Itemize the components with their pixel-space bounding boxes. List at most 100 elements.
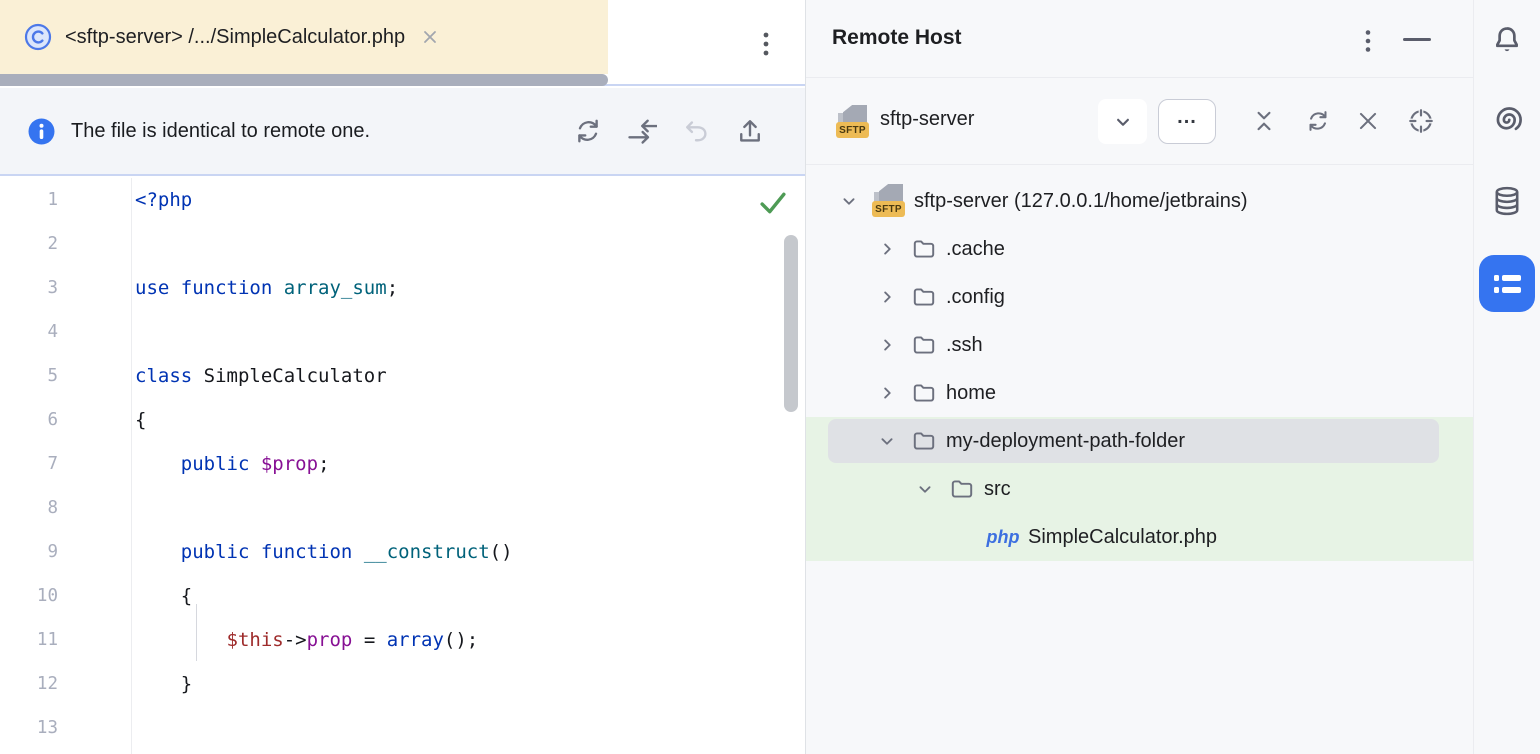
- editor-tab-bar: <sftp-server> /.../SimpleCalculator.php: [0, 0, 805, 86]
- chevron-down-icon: [1116, 118, 1129, 126]
- toolwindow-stripe: [1473, 0, 1540, 754]
- code-line[interactable]: 10 {: [0, 574, 805, 618]
- code-text: public function __construct(): [180, 541, 513, 563]
- folder-icon: [910, 284, 938, 310]
- collapse-all-icon[interactable]: [1250, 107, 1278, 135]
- tree-row-src[interactable]: src: [806, 465, 1473, 513]
- folder-icon: [910, 236, 938, 262]
- code-line[interactable]: 4: [0, 310, 805, 354]
- tab-underline: [0, 74, 608, 86]
- compare-transfer-icon[interactable]: [627, 116, 657, 146]
- line-number: 3: [47, 278, 58, 298]
- tree-item-label: sftp-server (127.0.0.1/home/jetbrains): [914, 189, 1248, 212]
- tree-item-label: src: [984, 477, 1011, 500]
- tree-row--ssh[interactable]: .ssh: [806, 321, 1473, 369]
- tree-item-label: .ssh: [946, 333, 983, 356]
- tool-window-title: Remote Host: [832, 26, 962, 49]
- editor-tab-remote-file[interactable]: <sftp-server> /.../SimpleCalculator.php: [0, 0, 608, 74]
- code-line[interactable]: 2: [0, 222, 805, 266]
- tree-item-label: .config: [946, 285, 1005, 308]
- sftp-file-icon: SFTP: [872, 183, 906, 219]
- tab-title: <sftp-server> /.../SimpleCalculator.php: [65, 25, 406, 48]
- chevron-right-icon[interactable]: [872, 378, 902, 408]
- sftp-file-icon: SFTP: [836, 104, 870, 140]
- code-text: {: [135, 409, 147, 431]
- kebab-menu-icon[interactable]: [1356, 28, 1380, 59]
- tree-row-my-deployment-path-folder[interactable]: my-deployment-path-folder: [806, 417, 1473, 465]
- code-text: {: [135, 585, 193, 607]
- line-number: 4: [47, 322, 58, 342]
- tree-row-home[interactable]: home: [806, 369, 1473, 417]
- tree-item-label: my-deployment-path-folder: [946, 429, 1185, 452]
- code-text: use function array_sum;: [135, 277, 399, 299]
- line-number: 11: [36, 630, 58, 650]
- hide-minimize-icon[interactable]: [1403, 38, 1431, 41]
- folder-icon: [910, 332, 938, 358]
- line-number: 9: [47, 542, 58, 562]
- chevron-down-icon[interactable]: [834, 186, 864, 216]
- line-number: 12: [36, 674, 58, 694]
- copyright-file-icon: [24, 23, 52, 51]
- code-line[interactable]: 11 $this->prop = array();: [0, 618, 805, 662]
- ai-assistant-icon[interactable]: [1490, 104, 1524, 138]
- tree-item-label: home: [946, 381, 997, 404]
- tree-item-label: .cache: [946, 237, 1005, 260]
- tree-row--cache[interactable]: .cache: [806, 225, 1473, 273]
- gutter-separator: [131, 178, 132, 754]
- kebab-menu-icon[interactable]: [754, 29, 778, 64]
- server-name-label: sftp-server: [880, 108, 975, 130]
- close-icon[interactable]: [1354, 107, 1382, 135]
- code-line[interactable]: 7 public $prop;: [0, 442, 805, 486]
- undo-icon[interactable]: [681, 116, 711, 146]
- folder-icon: [910, 380, 938, 406]
- code-line[interactable]: 1<?php: [0, 178, 805, 222]
- code-text: class SimpleCalculator: [135, 365, 387, 387]
- selected-row-highlight: [828, 419, 1439, 463]
- tool-window-header: Remote Host: [806, 0, 1473, 78]
- line-number: 8: [47, 498, 58, 518]
- locate-file-icon[interactable]: [1407, 107, 1435, 135]
- chevron-down-icon[interactable]: [872, 426, 902, 456]
- editor-scrollbar[interactable]: [784, 235, 798, 412]
- code-line[interactable]: 6{: [0, 398, 805, 442]
- remote-host-active-icon[interactable]: [1479, 255, 1535, 312]
- chevron-right-icon[interactable]: [872, 330, 902, 360]
- sync-icon[interactable]: [573, 116, 603, 146]
- line-number: 10: [36, 586, 58, 606]
- chevron-right-icon[interactable]: [872, 282, 902, 312]
- database-icon[interactable]: [1490, 184, 1524, 218]
- remote-host-toolbar: SFTP sftp-server ...: [806, 78, 1473, 165]
- chevron-right-icon[interactable]: [872, 234, 902, 264]
- close-icon[interactable]: [421, 28, 439, 46]
- code-line[interactable]: 3 use function array_sum;: [0, 266, 805, 310]
- folder-icon: [910, 428, 938, 454]
- code-line[interactable]: 12 }: [0, 662, 805, 706]
- notifications-bell-icon[interactable]: [1490, 24, 1524, 58]
- line-number: 13: [36, 718, 58, 738]
- refresh-icon[interactable]: [1304, 107, 1332, 135]
- banner-message: The file is identical to remote one.: [71, 119, 371, 142]
- editor-pane: <sftp-server> /.../SimpleCalculator.php: [0, 0, 805, 754]
- code-text: }: [135, 673, 193, 695]
- code-line[interactable]: 9 public function __construct(): [0, 530, 805, 574]
- more-options-button[interactable]: ...: [1158, 99, 1216, 144]
- code-line[interactable]: 8: [0, 486, 805, 530]
- editor-notification-banner: The file is identical to remote one.: [0, 88, 805, 176]
- tree-row--config[interactable]: .config: [806, 273, 1473, 321]
- line-number: 2: [47, 234, 58, 254]
- inspection-ok-checkmark[interactable]: [758, 190, 788, 221]
- remote-host-tool-window: Remote Host SFTP sftp-server ...: [805, 0, 1473, 754]
- server-dropdown-button[interactable]: [1098, 99, 1147, 144]
- code-text: public $prop;: [180, 453, 330, 475]
- code-line[interactable]: 13: [0, 706, 805, 750]
- tree-item-label: SimpleCalculator.php: [1028, 525, 1217, 548]
- upload-icon[interactable]: [735, 116, 765, 146]
- tree-row-sftp-server-127-0-0-1-home-jetbrains-[interactable]: SFTP sftp-server (127.0.0.1/home/jetbrain…: [806, 177, 1473, 225]
- code-text: $this->prop = array();: [226, 629, 479, 651]
- chevron-down-icon[interactable]: [910, 474, 940, 504]
